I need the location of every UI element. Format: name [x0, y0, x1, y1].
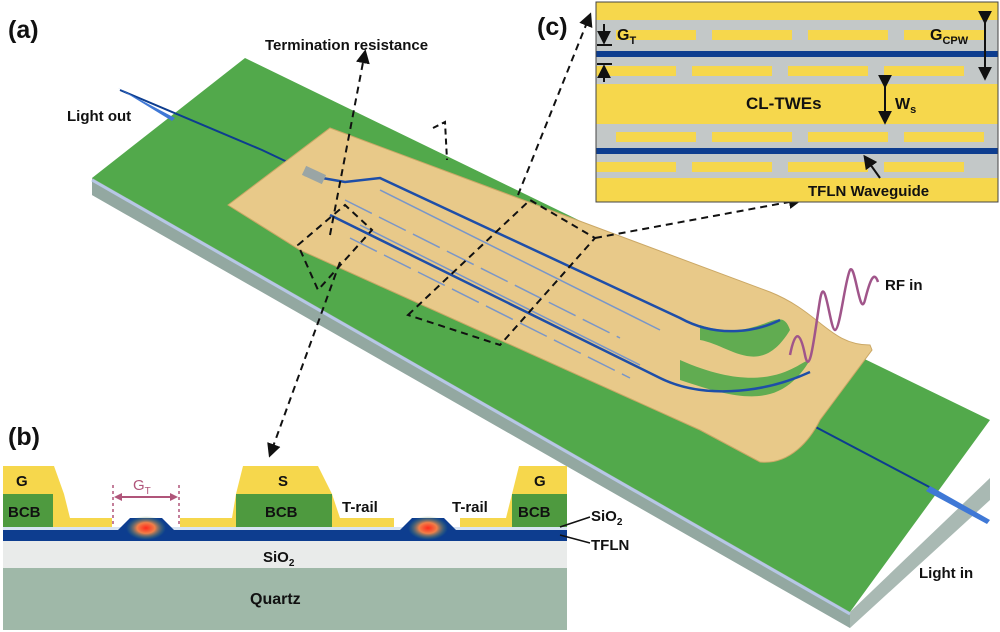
arrow-to-tfln	[594, 195, 803, 239]
gt-label-c: GT	[617, 27, 636, 47]
quartz-label: Quartz	[250, 591, 301, 608]
tfln-label: TFLN	[591, 537, 629, 554]
s-label: S	[278, 473, 288, 490]
bcb-left-label: BCB	[8, 504, 41, 521]
sio2-cladding-label: SiO2	[263, 549, 295, 569]
tfln-waveguide-label: TFLN Waveguide	[808, 183, 929, 200]
rf-wave	[788, 268, 880, 364]
arrow-to-panel-b	[267, 261, 341, 458]
rf-in-label: RF in	[885, 277, 923, 294]
light-out-label: Light out	[67, 108, 131, 125]
bcb-center-label: BCB	[265, 504, 298, 521]
termination-resistance-label: Termination resistance	[265, 37, 428, 54]
bcb-right-label: BCB	[518, 504, 551, 521]
trail-left-label: T-rail	[342, 499, 378, 516]
light-in-label: Light in	[919, 565, 973, 582]
g-right-label: G	[534, 473, 546, 490]
substrate-side-left	[92, 178, 850, 628]
panel-label-b: (b)	[8, 423, 40, 451]
electrode-gap-upper	[700, 319, 790, 357]
gcpw-label: GCPW	[930, 27, 969, 47]
g-left-label: G	[16, 473, 28, 490]
zoom-box-termination	[296, 203, 374, 292]
electrode-gap-lower	[680, 360, 810, 397]
panel-c-inset	[595, 1, 999, 203]
gt-label-b: GT	[133, 477, 151, 497]
trail-right-label: T-rail	[452, 499, 488, 516]
mzi-arm-top	[304, 173, 781, 333]
panel-label-a: (a)	[8, 16, 39, 44]
sio2-side-label: SiO2	[591, 508, 623, 528]
device-3d	[91, 12, 990, 628]
cl-twes-label: CL-TWEs	[746, 94, 822, 113]
arrow-to-panel-c	[517, 12, 593, 196]
panel-label-c: (c)	[537, 13, 568, 41]
light-in-beam	[926, 486, 990, 524]
ws-label: Ws	[895, 96, 916, 116]
panel-b-cross-section	[3, 466, 591, 630]
mzi-arm-bottom	[329, 213, 811, 393]
light-out-beam	[118, 88, 175, 121]
